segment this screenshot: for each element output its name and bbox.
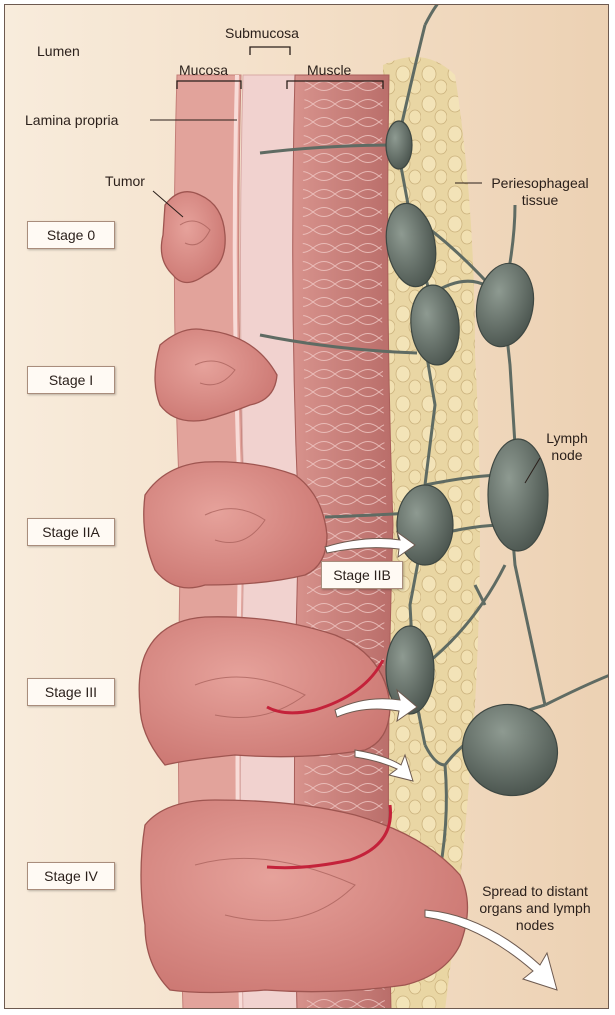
diagram-frame: Lumen Submucosa Mucosa Muscle Lamina pro… [4,4,609,1009]
label-lamina-propria: Lamina propria [25,112,118,129]
stage-2b-box: Stage IIB [321,561,403,589]
label-mucosa: Mucosa [179,62,228,79]
stage-3-box: Stage III [27,678,115,706]
tumor-stage-2a [144,462,327,588]
stage-1-box: Stage I [27,366,115,394]
label-submucosa: Submucosa [225,25,299,42]
label-spread: Spread to distant organs and lymph nodes [465,883,605,934]
esophageal-cancer-staging-illustration [5,5,609,1009]
stage-4-box: Stage IV [27,862,115,890]
label-muscle: Muscle [307,62,351,79]
label-lymph-node: Lymph node [535,430,599,464]
label-tumor: Tumor [105,173,145,190]
label-periesophageal-tissue: Periesophageal tissue [485,175,595,209]
label-lumen: Lumen [37,43,80,60]
stage-2a-box: Stage IIA [27,518,115,546]
stage-0-box: Stage 0 [27,221,115,249]
